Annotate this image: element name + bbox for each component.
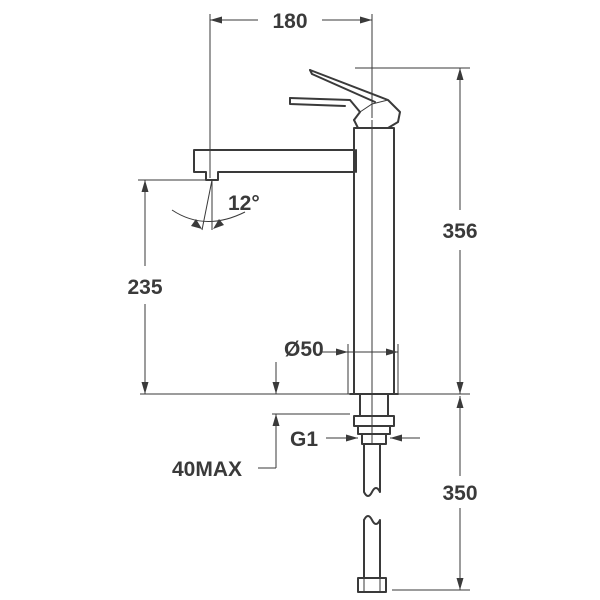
deck-reference [140, 393, 460, 415]
height-dimension: 356 [355, 67, 478, 395]
angle-label: 12° [228, 192, 260, 215]
diameter-label: Ø50 [284, 338, 324, 361]
width-dimension: 180 [209, 10, 373, 178]
hose-length-dimension: 350 [392, 396, 478, 591]
mounting-shank [353, 393, 395, 445]
spout-height-label: 235 [127, 276, 162, 299]
max-thickness-dimension: 40MAX [172, 362, 280, 481]
thread-dimension: G1 [290, 428, 420, 451]
max-thickness-label: 40MAX [172, 458, 242, 481]
height-label: 356 [442, 220, 477, 243]
hose-length-label: 350 [442, 482, 477, 505]
spout-angle-dimension: 12° [171, 179, 260, 231]
width-label: 180 [272, 10, 307, 33]
diameter-dimension: Ø50 [284, 338, 399, 394]
faucet-body [193, 69, 401, 395]
thread-label: G1 [290, 428, 318, 451]
supply-hose [357, 443, 387, 593]
spout-height-dimension: 235 [127, 179, 206, 394]
